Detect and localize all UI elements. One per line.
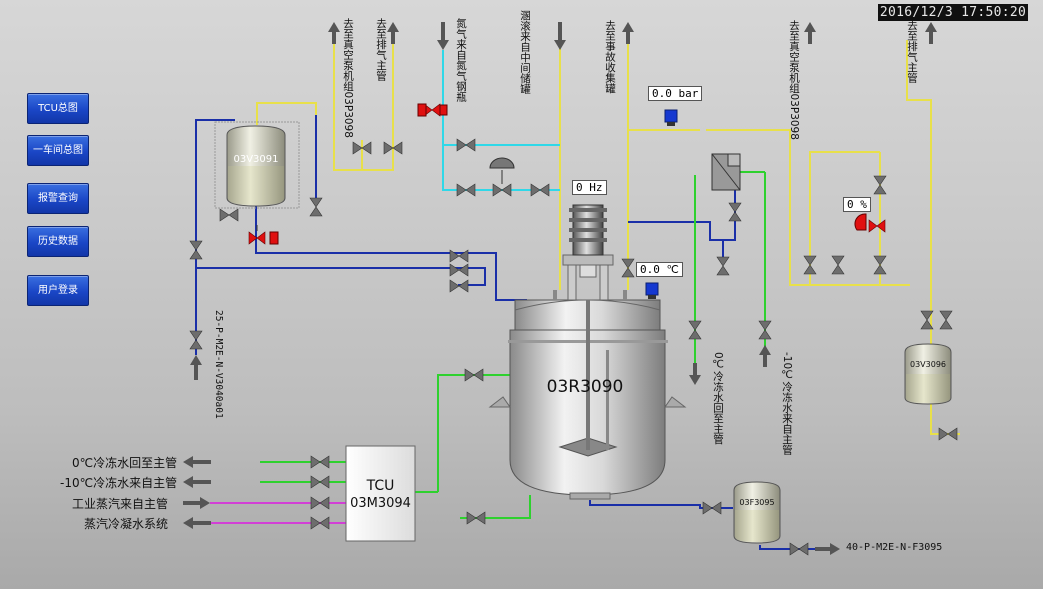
control-valve-icon[interactable] bbox=[417, 103, 448, 117]
pipe-label-to-exhaust-left: 去至排气主管 bbox=[375, 18, 387, 81]
tank-03v3096[interactable] bbox=[904, 343, 952, 405]
control-valve-icon[interactable] bbox=[489, 157, 515, 197]
motor-icon[interactable] bbox=[569, 204, 607, 256]
tcu-unit[interactable] bbox=[345, 445, 416, 542]
alarm-query-button[interactable]: 报警查询 bbox=[27, 183, 89, 214]
pipe-label-f3095: 40-P-M2E-N-F3095 bbox=[846, 542, 943, 553]
tank-03v3091-label: 03V3091 bbox=[233, 154, 279, 165]
tank-03f3095[interactable] bbox=[733, 481, 781, 544]
pressure-readout: 0.0 bar bbox=[648, 86, 703, 101]
control-valve-icon[interactable] bbox=[248, 225, 279, 245]
temperature-transmitter-icon[interactable] bbox=[645, 282, 659, 299]
utility-label-cold-return: 0℃冷冻水回至主管 bbox=[72, 456, 178, 470]
datetime-display: 2016/12/3 17:50:20 bbox=[878, 4, 1028, 21]
utility-label-condensate: 蒸汽冷凝水系统 bbox=[84, 517, 169, 531]
pipe-label-nitrogen: 氮气来自氮气钢瓶 bbox=[455, 18, 467, 102]
pipe-label-cold-supply: -10℃冷冻水来自主管 bbox=[781, 352, 793, 455]
pressure-transmitter-icon[interactable] bbox=[664, 109, 678, 126]
workshop-overview-button[interactable]: 一车间总图 bbox=[27, 135, 89, 166]
tcu-id-label: 03M3094 bbox=[350, 496, 411, 511]
agitator-speed-readout: 0 Hz bbox=[572, 180, 607, 195]
reactor-03r3090[interactable] bbox=[488, 254, 687, 500]
pipe-label-to-vacuum-left: 去至真空泵机组03P3098 bbox=[342, 18, 354, 138]
pipe-label-mixed-from-tank: 溷滚来自中间储罐 bbox=[519, 10, 531, 94]
tank-03v3096-label: 03V3096 bbox=[909, 360, 946, 369]
history-data-button[interactable]: 历史数据 bbox=[27, 226, 89, 257]
tank-03v3091[interactable] bbox=[214, 121, 300, 209]
pipe-label-v3040: 25-P-M2E-N-V3040a01 bbox=[213, 310, 224, 419]
pipe-label-to-exhaust-right: 去至排气主管 bbox=[906, 20, 918, 83]
tcu-name-label: TCU bbox=[366, 478, 395, 494]
control-valve-icon[interactable] bbox=[854, 213, 886, 233]
flow-arrows bbox=[183, 22, 937, 555]
pipe-label-cold-return: 0℃冷冻水回至主管 bbox=[712, 352, 724, 445]
heat-exchanger[interactable] bbox=[711, 153, 741, 191]
pipe-label-to-vacuum-right: 去至真空泵机组03P3098 bbox=[788, 20, 800, 140]
valve-opening-readout: 0 % bbox=[843, 197, 871, 212]
pipe-label-to-emergency-tank: 去至事故收集罐 bbox=[604, 20, 616, 94]
user-login-button[interactable]: 用户登录 bbox=[27, 275, 89, 306]
tank-03f3095-label: 03F3095 bbox=[739, 498, 775, 507]
temperature-readout: 0.0 ℃ bbox=[636, 262, 683, 277]
utility-label-cold-supply: -10℃冷冻水来自主管 bbox=[60, 476, 178, 490]
utility-label-steam-supply: 工业蒸汽来自主管 bbox=[72, 497, 169, 511]
reactor-label: 03R3090 bbox=[546, 377, 624, 397]
tcu-overview-button[interactable]: TCU总图 bbox=[27, 93, 89, 124]
